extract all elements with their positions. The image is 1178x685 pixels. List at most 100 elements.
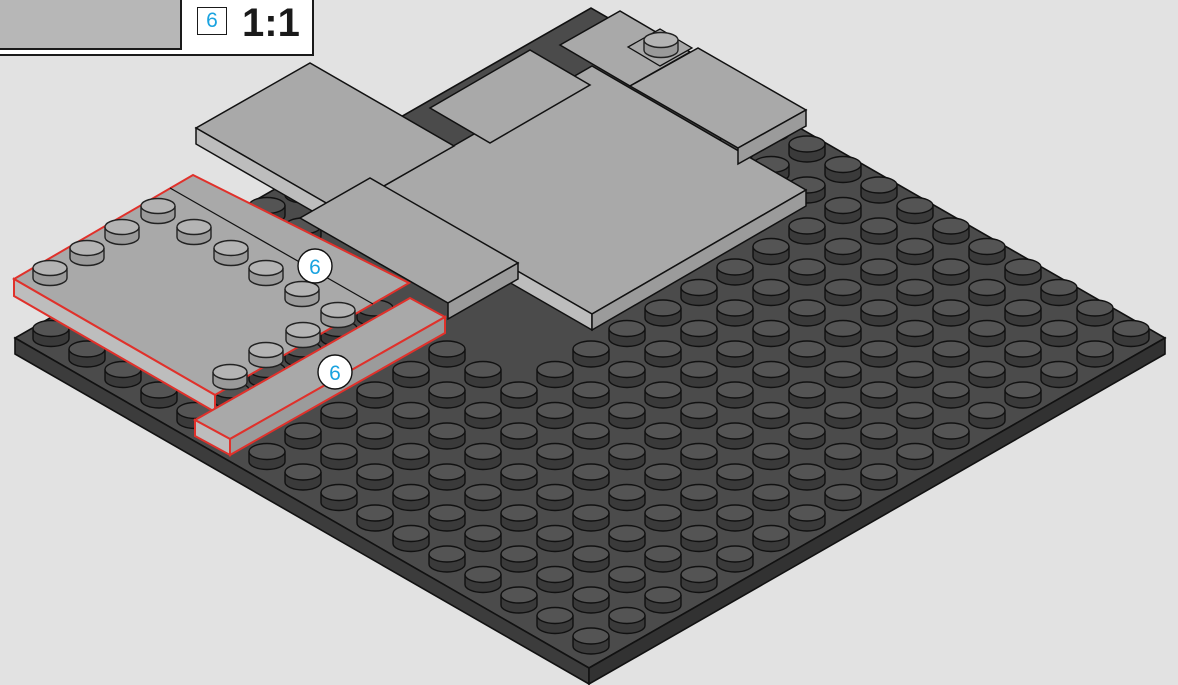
baseplate-stud [861, 423, 897, 449]
baseplate-stud [285, 464, 321, 490]
baseplate-stud [933, 218, 969, 244]
baseplate-stud [825, 239, 861, 265]
baseplate-stud [537, 362, 573, 388]
scale-label: 1:1 [242, 0, 300, 46]
baseplate-stud [573, 587, 609, 613]
baseplate-stud [789, 300, 825, 326]
baseplate-stud [861, 300, 897, 326]
baseplate-stud [897, 239, 933, 265]
baseplate-stud [717, 382, 753, 408]
baseplate-stud [429, 423, 465, 449]
baseplate-stud [465, 567, 501, 593]
baseplate-stud [501, 505, 537, 531]
baseplate-stud [897, 444, 933, 470]
baseplate-stud [789, 464, 825, 490]
baseplate-stud [681, 362, 717, 388]
baseplate-stud [933, 259, 969, 285]
baseplate-stud [933, 300, 969, 326]
baseplate-stud [825, 198, 861, 224]
baseplate-stud [717, 259, 753, 285]
plate-stud [105, 220, 139, 245]
baseplate-stud [825, 157, 861, 183]
baseplate-stud [249, 444, 285, 470]
baseplate-stud [969, 321, 1005, 347]
baseplate-stud [429, 464, 465, 490]
baseplate-stud [609, 362, 645, 388]
baseplate-stud [969, 362, 1005, 388]
baseplate-stud [717, 423, 753, 449]
baseplate-stud [969, 280, 1005, 306]
baseplate-stud [501, 587, 537, 613]
baseplate-stud [573, 341, 609, 367]
baseplate-stud [753, 321, 789, 347]
step-marker-1-label: 6 [309, 256, 321, 279]
baseplate-stud [573, 423, 609, 449]
baseplate-stud [717, 464, 753, 490]
baseplate-stud [789, 259, 825, 285]
baseplate-stud [825, 362, 861, 388]
baseplate-stud [501, 382, 537, 408]
part-quantity: 6 [197, 7, 227, 35]
baseplate-stud [321, 444, 357, 470]
baseplate-stud [1041, 321, 1077, 347]
baseplate-stud [717, 546, 753, 572]
baseplate-stud [753, 239, 789, 265]
baseplate-stud [861, 177, 897, 203]
baseplate-stud [501, 423, 537, 449]
plate-stud [141, 199, 175, 224]
baseplate-stud [789, 423, 825, 449]
baseplate-stud [609, 485, 645, 511]
plate-stud [321, 303, 355, 328]
baseplate-stud [609, 321, 645, 347]
baseplate-stud [537, 526, 573, 552]
baseplate-stud [789, 218, 825, 244]
baseplate-stud [789, 382, 825, 408]
baseplate-stud [933, 341, 969, 367]
baseplate-stud [825, 403, 861, 429]
step-marker-1: 6 [298, 249, 332, 283]
baseplate-stud [1077, 341, 1113, 367]
baseplate-stud [1041, 280, 1077, 306]
baseplate-stud [393, 444, 429, 470]
plate-stud [249, 343, 283, 368]
baseplate-stud [861, 382, 897, 408]
baseplate-stud [537, 403, 573, 429]
baseplate-stud [465, 485, 501, 511]
baseplate-stud [537, 608, 573, 634]
baseplate-stud [501, 464, 537, 490]
baseplate-stud [645, 505, 681, 531]
baseplate-stud [573, 464, 609, 490]
baseplate-stud [825, 321, 861, 347]
baseplate-stud [681, 567, 717, 593]
parts-callout-panel: 6 1:1 [0, 0, 314, 56]
plate-stud [33, 261, 67, 286]
parts-list-box [0, 0, 182, 50]
baseplate-stud [825, 280, 861, 306]
baseplate-stud [429, 382, 465, 408]
baseplate-stud [681, 403, 717, 429]
baseplate-stud [465, 444, 501, 470]
baseplate-stud [321, 403, 357, 429]
baseplate-stud [393, 403, 429, 429]
baseplate-stud [933, 382, 969, 408]
baseplate-stud [969, 239, 1005, 265]
baseplate-stud [321, 485, 357, 511]
baseplate-stud [717, 341, 753, 367]
baseplate-stud [861, 218, 897, 244]
plate-stud [177, 220, 211, 245]
plate-stud [70, 241, 104, 266]
baseplate-stud [465, 526, 501, 552]
baseplate-stud [429, 505, 465, 531]
baseplate-stud [357, 505, 393, 531]
baseplate-stud [645, 546, 681, 572]
baseplate-stud [429, 546, 465, 572]
baseplate-stud [789, 505, 825, 531]
baseplate-stud [789, 341, 825, 367]
baseplate-stud [1041, 362, 1077, 388]
baseplate-stud [1005, 341, 1041, 367]
baseplate-stud [573, 628, 609, 654]
baseplate-stud [897, 198, 933, 224]
plate-stud [285, 282, 319, 307]
baseplate-stud [861, 464, 897, 490]
